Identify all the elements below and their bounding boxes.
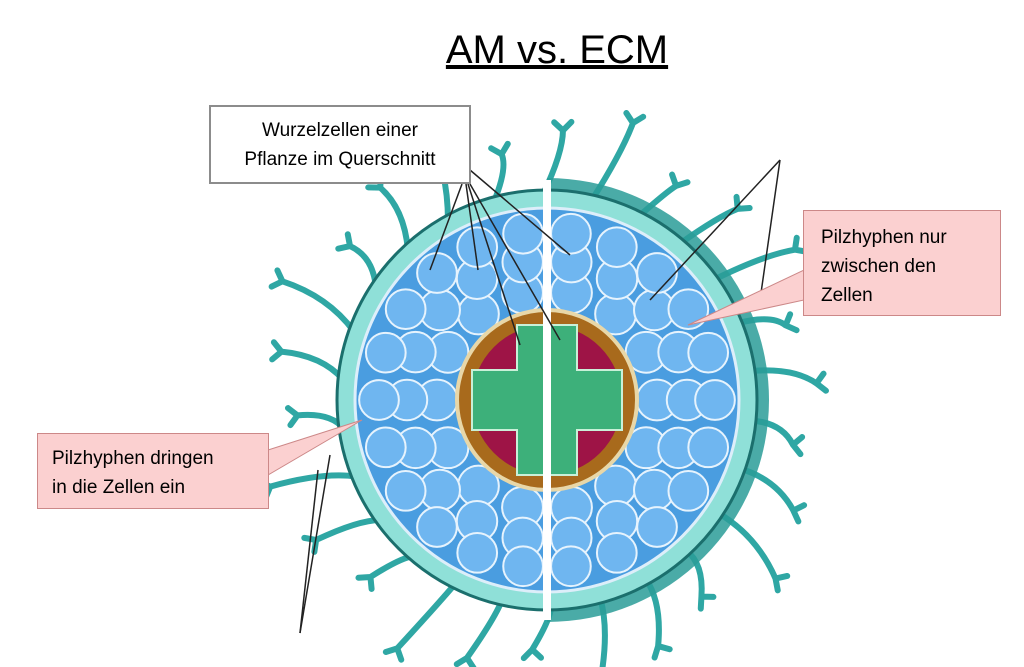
cortex-cell bbox=[456, 531, 499, 574]
cortex-cell bbox=[636, 506, 678, 548]
divider bbox=[543, 180, 551, 620]
hypha bbox=[256, 472, 360, 501]
label-line: Pilzhyphen nur bbox=[821, 227, 947, 248]
cortex-cell bbox=[502, 545, 544, 588]
pointer-lines bbox=[299, 159, 781, 634]
cortex-cell bbox=[384, 469, 427, 512]
cortex-cell bbox=[636, 252, 678, 294]
hypha bbox=[365, 172, 411, 253]
label-line: in die Zellen ein bbox=[52, 477, 186, 498]
hypha bbox=[355, 553, 418, 592]
cortex-cell bbox=[550, 545, 592, 588]
cortex-cell bbox=[595, 226, 638, 269]
cortex-cell bbox=[687, 331, 730, 374]
label-line: Pflanze im Querschnitt bbox=[244, 149, 436, 170]
cortex-cell bbox=[364, 426, 407, 469]
cortex-cell bbox=[364, 331, 407, 374]
label-line: zwischen den bbox=[821, 256, 937, 277]
cortex-cell bbox=[550, 212, 592, 255]
cortex-cells bbox=[358, 212, 736, 588]
cortex-cell bbox=[694, 379, 736, 421]
ecm-callout: Pilzhyphen nur zwischen den Zellen bbox=[803, 210, 1001, 316]
hypha bbox=[284, 405, 348, 432]
hypha bbox=[269, 339, 347, 383]
cortex-cell bbox=[502, 212, 544, 255]
cortex-cell bbox=[384, 288, 427, 331]
cortex-cell bbox=[687, 426, 730, 469]
hypha bbox=[335, 231, 379, 291]
label-line: Zellen bbox=[821, 285, 873, 306]
hypha bbox=[382, 580, 459, 663]
root-cells-label: Wurzelzellen einer Pflanze im Querschnit… bbox=[209, 105, 471, 184]
cortex-cell bbox=[416, 252, 458, 294]
am-callout: Pilzhyphen dringen in die Zellen ein bbox=[37, 433, 269, 509]
label-line: Wurzelzellen einer bbox=[262, 120, 418, 141]
cortex-cell bbox=[595, 531, 638, 574]
hypha bbox=[453, 597, 506, 667]
cortex-cell bbox=[358, 379, 400, 421]
page-title: AM vs. ECM bbox=[445, 28, 669, 72]
cortex-cell bbox=[667, 469, 710, 512]
label-line: Pilzhyphen dringen bbox=[52, 448, 214, 469]
cortex-cell bbox=[416, 506, 458, 548]
hypha bbox=[268, 267, 357, 335]
cortex-cell bbox=[667, 288, 710, 331]
